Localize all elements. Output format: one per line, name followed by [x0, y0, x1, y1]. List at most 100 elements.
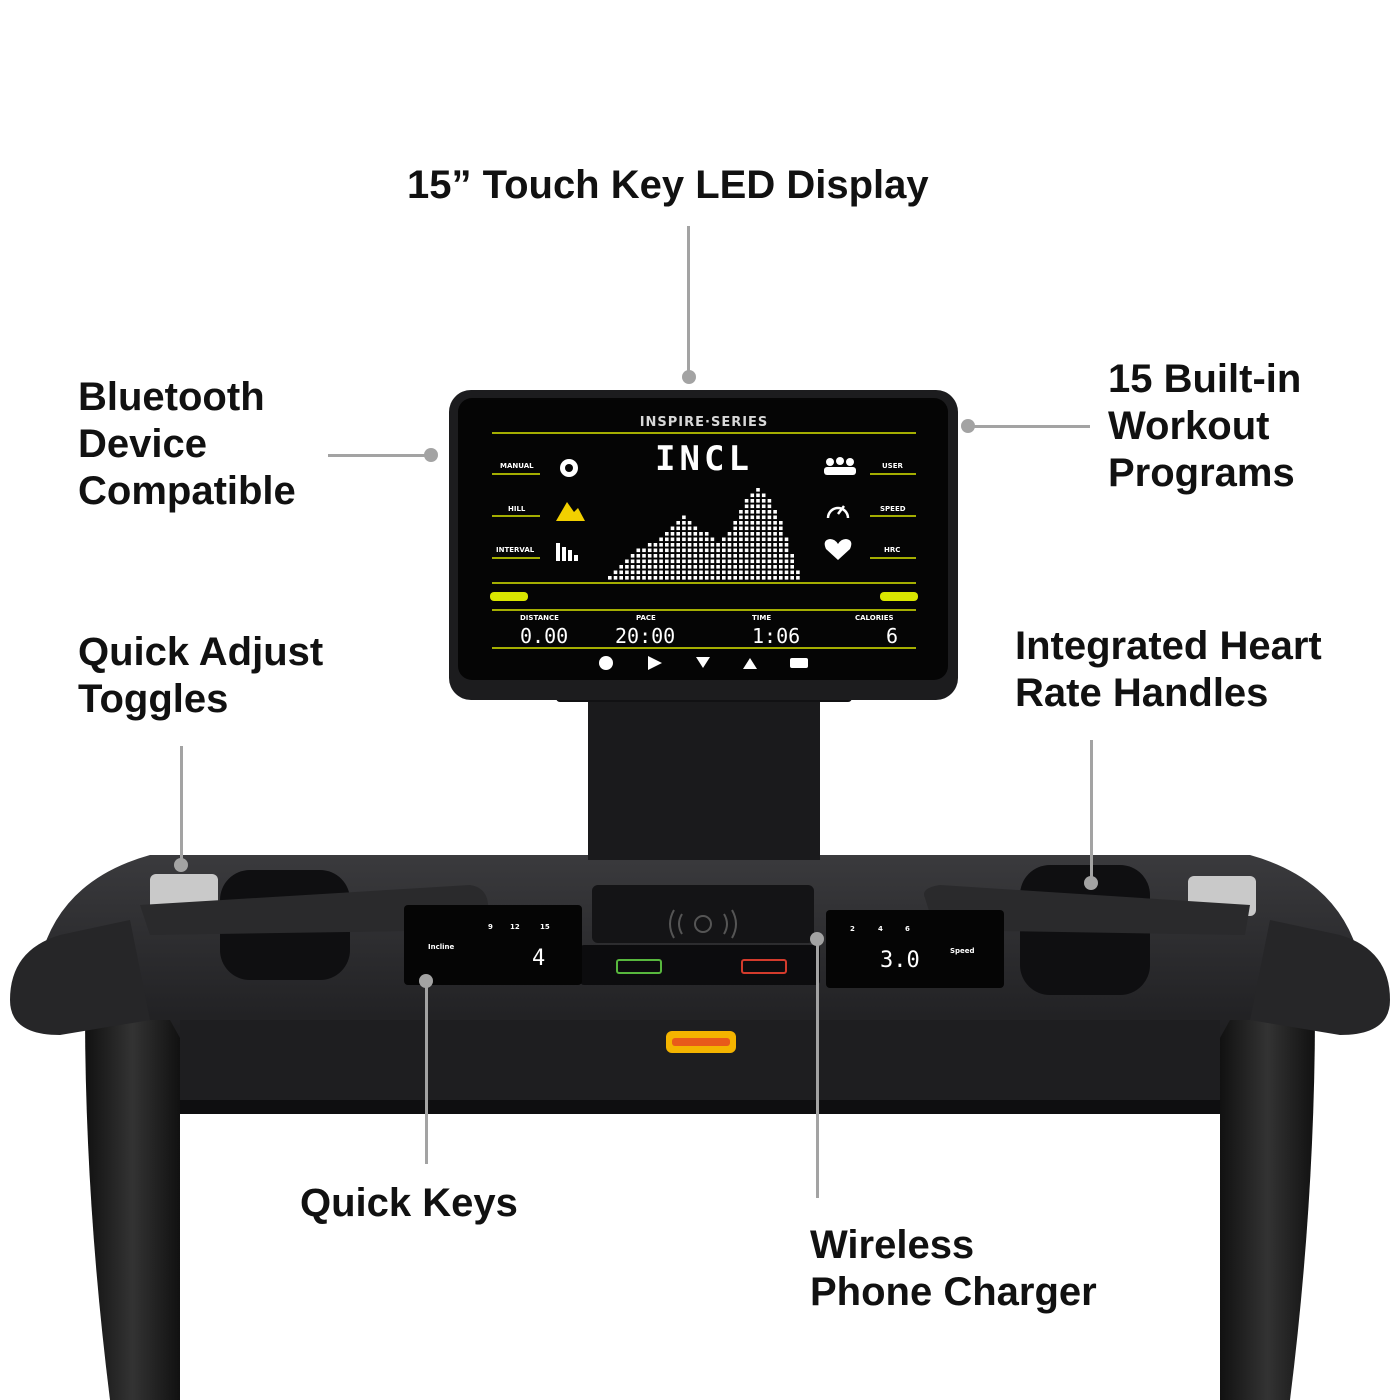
callout-heart-rate: Integrated Heart Rate Handles: [1015, 623, 1322, 717]
program-interval[interactable]: INTERVAL: [496, 546, 535, 554]
profile-dot: [670, 576, 675, 580]
profile-dot: [756, 565, 760, 569]
right-heart-rate-handle[interactable]: [924, 885, 1250, 935]
profile-dot: [727, 565, 732, 569]
callout-bluetooth: Bluetooth Device Compatible: [78, 374, 296, 515]
profile-dot: [767, 510, 772, 514]
profile-dot: [722, 543, 726, 547]
profile-dot: [704, 548, 709, 553]
callout-line: Bluetooth: [78, 375, 265, 419]
profile-dot: [744, 510, 749, 514]
profile-dot: [665, 570, 669, 575]
gear-icon[interactable]: [560, 459, 578, 477]
profile-dot: [676, 548, 680, 553]
incline-key-label[interactable]: 9: [488, 923, 493, 931]
profile-dot: [636, 570, 641, 575]
profile-dot: [693, 543, 698, 547]
profile-dot: [676, 543, 680, 547]
menu-key-icon[interactable]: [790, 658, 808, 668]
stop-key[interactable]: [741, 959, 787, 974]
profile-dot: [767, 548, 772, 553]
leader-quick-keys: [425, 982, 428, 1164]
incline-key-label[interactable]: 15: [540, 923, 550, 931]
profile-dot: [739, 521, 743, 525]
mountain-icon[interactable]: [556, 502, 585, 521]
profile-dot: [796, 570, 800, 575]
program-manual[interactable]: MANUAL: [500, 462, 534, 470]
profile-dot: [710, 548, 715, 553]
profile-dot: [699, 570, 703, 575]
left-heart-rate-handle[interactable]: [140, 885, 489, 935]
profile-dot: [761, 515, 766, 520]
start-pause-key[interactable]: [616, 959, 662, 974]
profile-dot: [790, 559, 794, 564]
profile-dot: [693, 526, 698, 531]
profile-dot: [756, 537, 760, 542]
leader-dot-toggles: [174, 858, 188, 872]
profile-dot: [761, 510, 766, 514]
profile-dot: [653, 543, 658, 547]
profile-dot: [739, 543, 743, 547]
profile-dot: [676, 570, 680, 575]
distance-value: 0.00: [520, 624, 568, 648]
profile-dot: [767, 526, 772, 531]
speed-key-label[interactable]: 6: [905, 925, 910, 933]
down-key-icon[interactable]: [696, 657, 710, 668]
users-icon[interactable]: [824, 457, 856, 475]
profile-dot: [744, 565, 749, 569]
right-program-pill[interactable]: [880, 592, 918, 601]
profile-dot: [790, 576, 794, 580]
start-key-icon[interactable]: [648, 656, 662, 670]
profile-dot: [687, 521, 692, 525]
profile-dot: [693, 537, 698, 542]
speedometer-icon[interactable]: [826, 505, 850, 519]
profile-dot: [676, 526, 680, 531]
profile-dot: [773, 559, 777, 564]
profile-dot: [727, 570, 732, 575]
profile-dot: [784, 554, 789, 558]
profile-dot: [779, 521, 783, 525]
up-key-icon[interactable]: [743, 658, 757, 669]
profile-dot: [779, 554, 783, 558]
program-user[interactable]: USER: [882, 462, 904, 470]
profile-dot: [682, 532, 686, 536]
profile-dot: [647, 570, 652, 575]
profile-dot: [682, 526, 686, 531]
bar-chart-icon[interactable]: [556, 543, 578, 561]
speed-key-label[interactable]: 4: [878, 925, 883, 933]
profile-dot: [767, 532, 772, 536]
program-speed[interactable]: SPEED: [880, 505, 906, 513]
profile-dot: [699, 565, 703, 569]
profile-dot: [739, 559, 743, 564]
profile-dot: [750, 570, 755, 575]
profile-dot: [744, 570, 749, 575]
profile-dot: [722, 559, 726, 564]
profile-dot: [642, 559, 646, 564]
profile-dot: [653, 576, 658, 580]
program-hill[interactable]: HILL: [508, 505, 526, 513]
profile-dot: [733, 570, 737, 575]
program-hrc[interactable]: HRC: [884, 546, 900, 554]
heart-icon[interactable]: [824, 539, 852, 560]
profile-dot: [670, 543, 675, 547]
stop-key-icon[interactable]: [599, 656, 613, 670]
profile-dot: [608, 576, 612, 580]
profile-dot: [693, 570, 698, 575]
profile-dot: [739, 570, 743, 575]
incline-key-label[interactable]: 12: [510, 923, 520, 931]
profile-dot: [767, 576, 772, 580]
profile-dot: [670, 537, 675, 542]
profile-dot: [733, 548, 737, 553]
profile-dot: [710, 543, 715, 547]
profile-dot: [756, 504, 760, 509]
incline-value: 4: [532, 946, 545, 971]
leader-dot-bluetooth: [424, 448, 438, 462]
speed-key-label[interactable]: 2: [850, 925, 855, 933]
callout-display-text: 15” Touch Key LED Display: [407, 163, 929, 207]
profile-dot: [779, 576, 783, 580]
profile-dot: [727, 576, 732, 580]
left-program-pill[interactable]: [490, 592, 528, 601]
profile-dot: [744, 576, 749, 580]
wireless-charger-pad[interactable]: [592, 885, 814, 943]
profile-dot: [687, 526, 692, 531]
